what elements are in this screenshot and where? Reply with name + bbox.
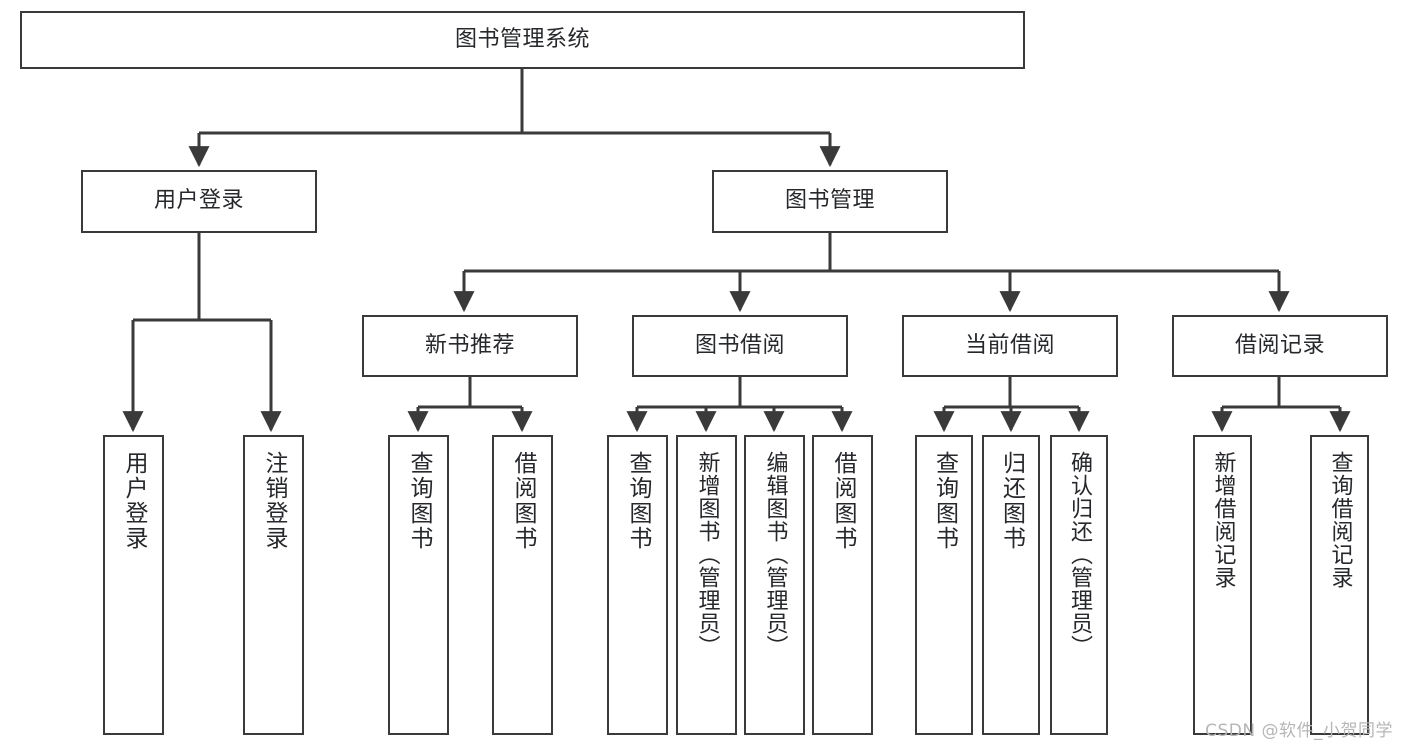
node-label: 借阅记录 — [1234, 332, 1325, 358]
node-label: 确认归还（管理员） — [1067, 451, 1092, 658]
node-label: 借阅图书 — [830, 451, 856, 551]
csdn-watermark: CSDN @软件_小贺同学 — [1205, 721, 1393, 741]
leaf-add-borrow-record[interactable]: 新增借阅记录 — [1193, 435, 1252, 735]
leaf-add-book-admin[interactable]: 新增图书（管理员） — [676, 435, 737, 735]
node-label: 图书管理 — [784, 188, 875, 214]
node-label: 注销登录 — [261, 451, 287, 551]
node-label: 新书推荐 — [424, 332, 515, 358]
node-label: 图书借阅 — [694, 332, 785, 358]
node-root-system[interactable]: 图书管理系统 — [20, 11, 1025, 69]
leaf-user-login[interactable]: 用户登录 — [103, 435, 164, 735]
node-label: 查询图书 — [625, 451, 651, 551]
node-label: 当前借阅 — [964, 332, 1055, 358]
node-user-login[interactable]: 用户登录 — [81, 170, 317, 233]
node-label: 借阅图书 — [510, 451, 536, 551]
node-label: 查询借阅记录 — [1327, 451, 1353, 589]
leaf-borrow-book[interactable]: 借阅图书 — [812, 435, 873, 735]
node-current-borrow[interactable]: 当前借阅 — [902, 315, 1118, 377]
node-book-borrow[interactable]: 图书借阅 — [632, 315, 848, 377]
leaf-edit-book-admin[interactable]: 编辑图书（管理员） — [744, 435, 805, 735]
node-label: 用户登录 — [153, 188, 244, 214]
leaf-logout-login[interactable]: 注销登录 — [243, 435, 304, 735]
node-book-management[interactable]: 图书管理 — [712, 170, 948, 233]
node-label: 图书管理系统 — [454, 26, 590, 52]
leaf-borrow-book-recommend[interactable]: 借阅图书 — [492, 435, 553, 735]
node-label: 查询图书 — [931, 451, 958, 551]
leaf-query-borrow-record[interactable]: 查询借阅记录 — [1310, 435, 1369, 735]
node-label: 新增图书（管理员） — [694, 451, 720, 658]
node-label: 编辑图书（管理员） — [762, 451, 788, 658]
node-borrow-record[interactable]: 借阅记录 — [1172, 315, 1388, 377]
leaf-query-book-recommend[interactable]: 查询图书 — [388, 435, 449, 735]
node-label: 用户登录 — [121, 451, 147, 551]
leaf-query-book-current[interactable]: 查询图书 — [915, 435, 973, 735]
node-label: 归还图书 — [998, 451, 1025, 551]
node-new-book-recommend[interactable]: 新书推荐 — [362, 315, 578, 377]
node-label: 新增借阅记录 — [1210, 451, 1236, 589]
leaf-return-book[interactable]: 归还图书 — [982, 435, 1040, 735]
leaf-query-book-borrow[interactable]: 查询图书 — [607, 435, 668, 735]
node-label: 查询图书 — [406, 451, 432, 551]
leaf-confirm-return-admin[interactable]: 确认归还（管理员） — [1050, 435, 1108, 735]
